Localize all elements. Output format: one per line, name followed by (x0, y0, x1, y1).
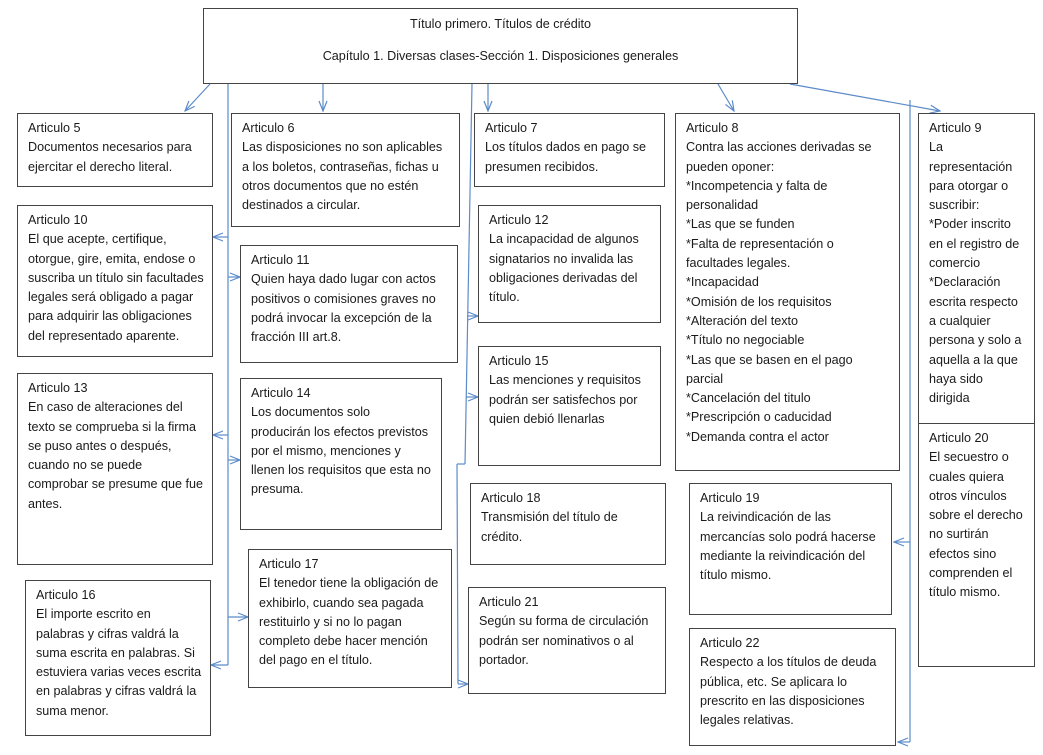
articulo-18-text: Transmisión del título de crédito. (481, 510, 618, 544)
articulo-11-title: Articulo 11 (251, 253, 310, 267)
articulo-22-text: Respecto a los títulos de deuda pública,… (700, 655, 877, 728)
articulo-10-title: Articulo 10 (28, 213, 88, 227)
articulo-15-title: Articulo 15 (489, 354, 549, 368)
articulo-7-title: Articulo 7 (485, 121, 538, 135)
articulo-19-box: Articulo 19 La reivindicación de las mer… (689, 483, 892, 615)
articulo-22-title: Articulo 22 (700, 636, 760, 650)
articulo-20-box: Articulo 20 El secuestro o cuales quiera… (918, 423, 1035, 667)
articulo-12-box: Articulo 12 La incapacidad de algunos si… (478, 205, 661, 323)
articulo-8-box: Articulo 8 Contra las acciones derivadas… (675, 113, 900, 471)
articulo-6-text: Las disposiciones no son aplicables a lo… (242, 140, 443, 213)
articulo-5-title: Articulo 5 (28, 121, 81, 135)
articulo-19-title: Articulo 19 (700, 491, 760, 505)
header-box: Título primero. Títulos de crédito Capít… (203, 8, 798, 84)
articulo-20-title: Articulo 20 (929, 431, 989, 445)
articulo-6-title: Articulo 6 (242, 121, 295, 135)
articulo-21-title: Articulo 21 (479, 595, 539, 609)
articulo-18-box: Articulo 18 Transmisión del título de cr… (470, 483, 666, 565)
articulo-8-title: Articulo 8 (686, 121, 739, 135)
articulo-13-text: En caso de alteraciones del texto se com… (28, 400, 204, 511)
articulo-10-box: Articulo 10 El que acepte, certifique, o… (17, 205, 213, 357)
articulo-16-box: Articulo 16 El importe escrito en palabr… (25, 580, 211, 736)
articulo-17-title: Articulo 17 (259, 557, 319, 571)
articulo-11-box: Articulo 11 Quien haya dado lugar con ac… (240, 245, 458, 363)
trunk-middle-c (456, 463, 459, 685)
articulo-19-text: La reivindicación de las mercancías solo… (700, 510, 876, 583)
articulo-17-box: Articulo 17 El tenedor tiene la obligaci… (248, 549, 452, 688)
articulo-15-text: Las menciones y requisitos podrán ser sa… (489, 373, 641, 426)
arrow-to-articulo-9 (789, 83, 940, 111)
articulo-8-text: Contra las acciones derivadas se pueden … (686, 140, 872, 444)
articulo-11-text: Quien haya dado lugar con actos positivo… (251, 272, 436, 345)
articulo-5-box: Articulo 5 Documentos necesarios para ej… (17, 113, 213, 187)
arrow-to-articulo-8 (717, 83, 734, 111)
trunk-middle-a (464, 83, 473, 465)
articulo-7-box: Articulo 7 Los títulos dados en pago se … (474, 113, 665, 187)
arrow-to-articulo-5 (185, 83, 211, 111)
articulo-10-text: El que acepte, certifique, otorgue, gire… (28, 232, 204, 343)
articulo-16-title: Articulo 16 (36, 588, 96, 602)
articulo-9-text: La representación para otorgar o suscrib… (929, 140, 1022, 406)
articulo-21-box: Articulo 21 Según su forma de circulació… (468, 587, 666, 694)
articulo-17-text: El tenedor tiene la obligación de exhibi… (259, 576, 439, 668)
articulo-12-title: Articulo 12 (489, 213, 549, 227)
articulo-14-box: Articulo 14 Los documentos solo producir… (240, 378, 442, 530)
articulo-18-title: Articulo 18 (481, 491, 541, 505)
articulo-14-text: Los documentos solo producirán los efect… (251, 405, 431, 497)
articulo-7-text: Los títulos dados en pago se presumen re… (485, 140, 647, 174)
header-title: Título primero. Títulos de crédito (409, 17, 592, 31)
articulo-13-box: Articulo 13 En caso de alteraciones del … (17, 373, 213, 565)
articulo-21-text: Según su forma de circulación podrán ser… (479, 614, 649, 667)
articulo-13-title: Articulo 13 (28, 381, 88, 395)
articulo-12-text: La incapacidad de algunos signatarios no… (489, 232, 639, 305)
articulo-16-text: El importe escrito en palabras y cifras … (36, 607, 202, 718)
articulo-20-text: El secuestro o cuales quiera otros víncu… (929, 450, 1023, 600)
articulo-6-box: Articulo 6 Las disposiciones no son apli… (231, 113, 460, 227)
articulo-14-title: Articulo 14 (251, 386, 311, 400)
articulo-22-box: Articulo 22 Respecto a los títulos de de… (689, 628, 896, 746)
header-subtitle: Capítulo 1. Diversas clases-Sección 1. D… (322, 49, 679, 63)
articulo-9-title: Articulo 9 (929, 121, 982, 135)
articulo-5-text: Documentos necesarios para ejercitar el … (28, 140, 192, 174)
articulo-15-box: Articulo 15 Las menciones y requisitos p… (478, 346, 661, 466)
articulo-9-box: Articulo 9 La representación para otorga… (918, 113, 1035, 431)
